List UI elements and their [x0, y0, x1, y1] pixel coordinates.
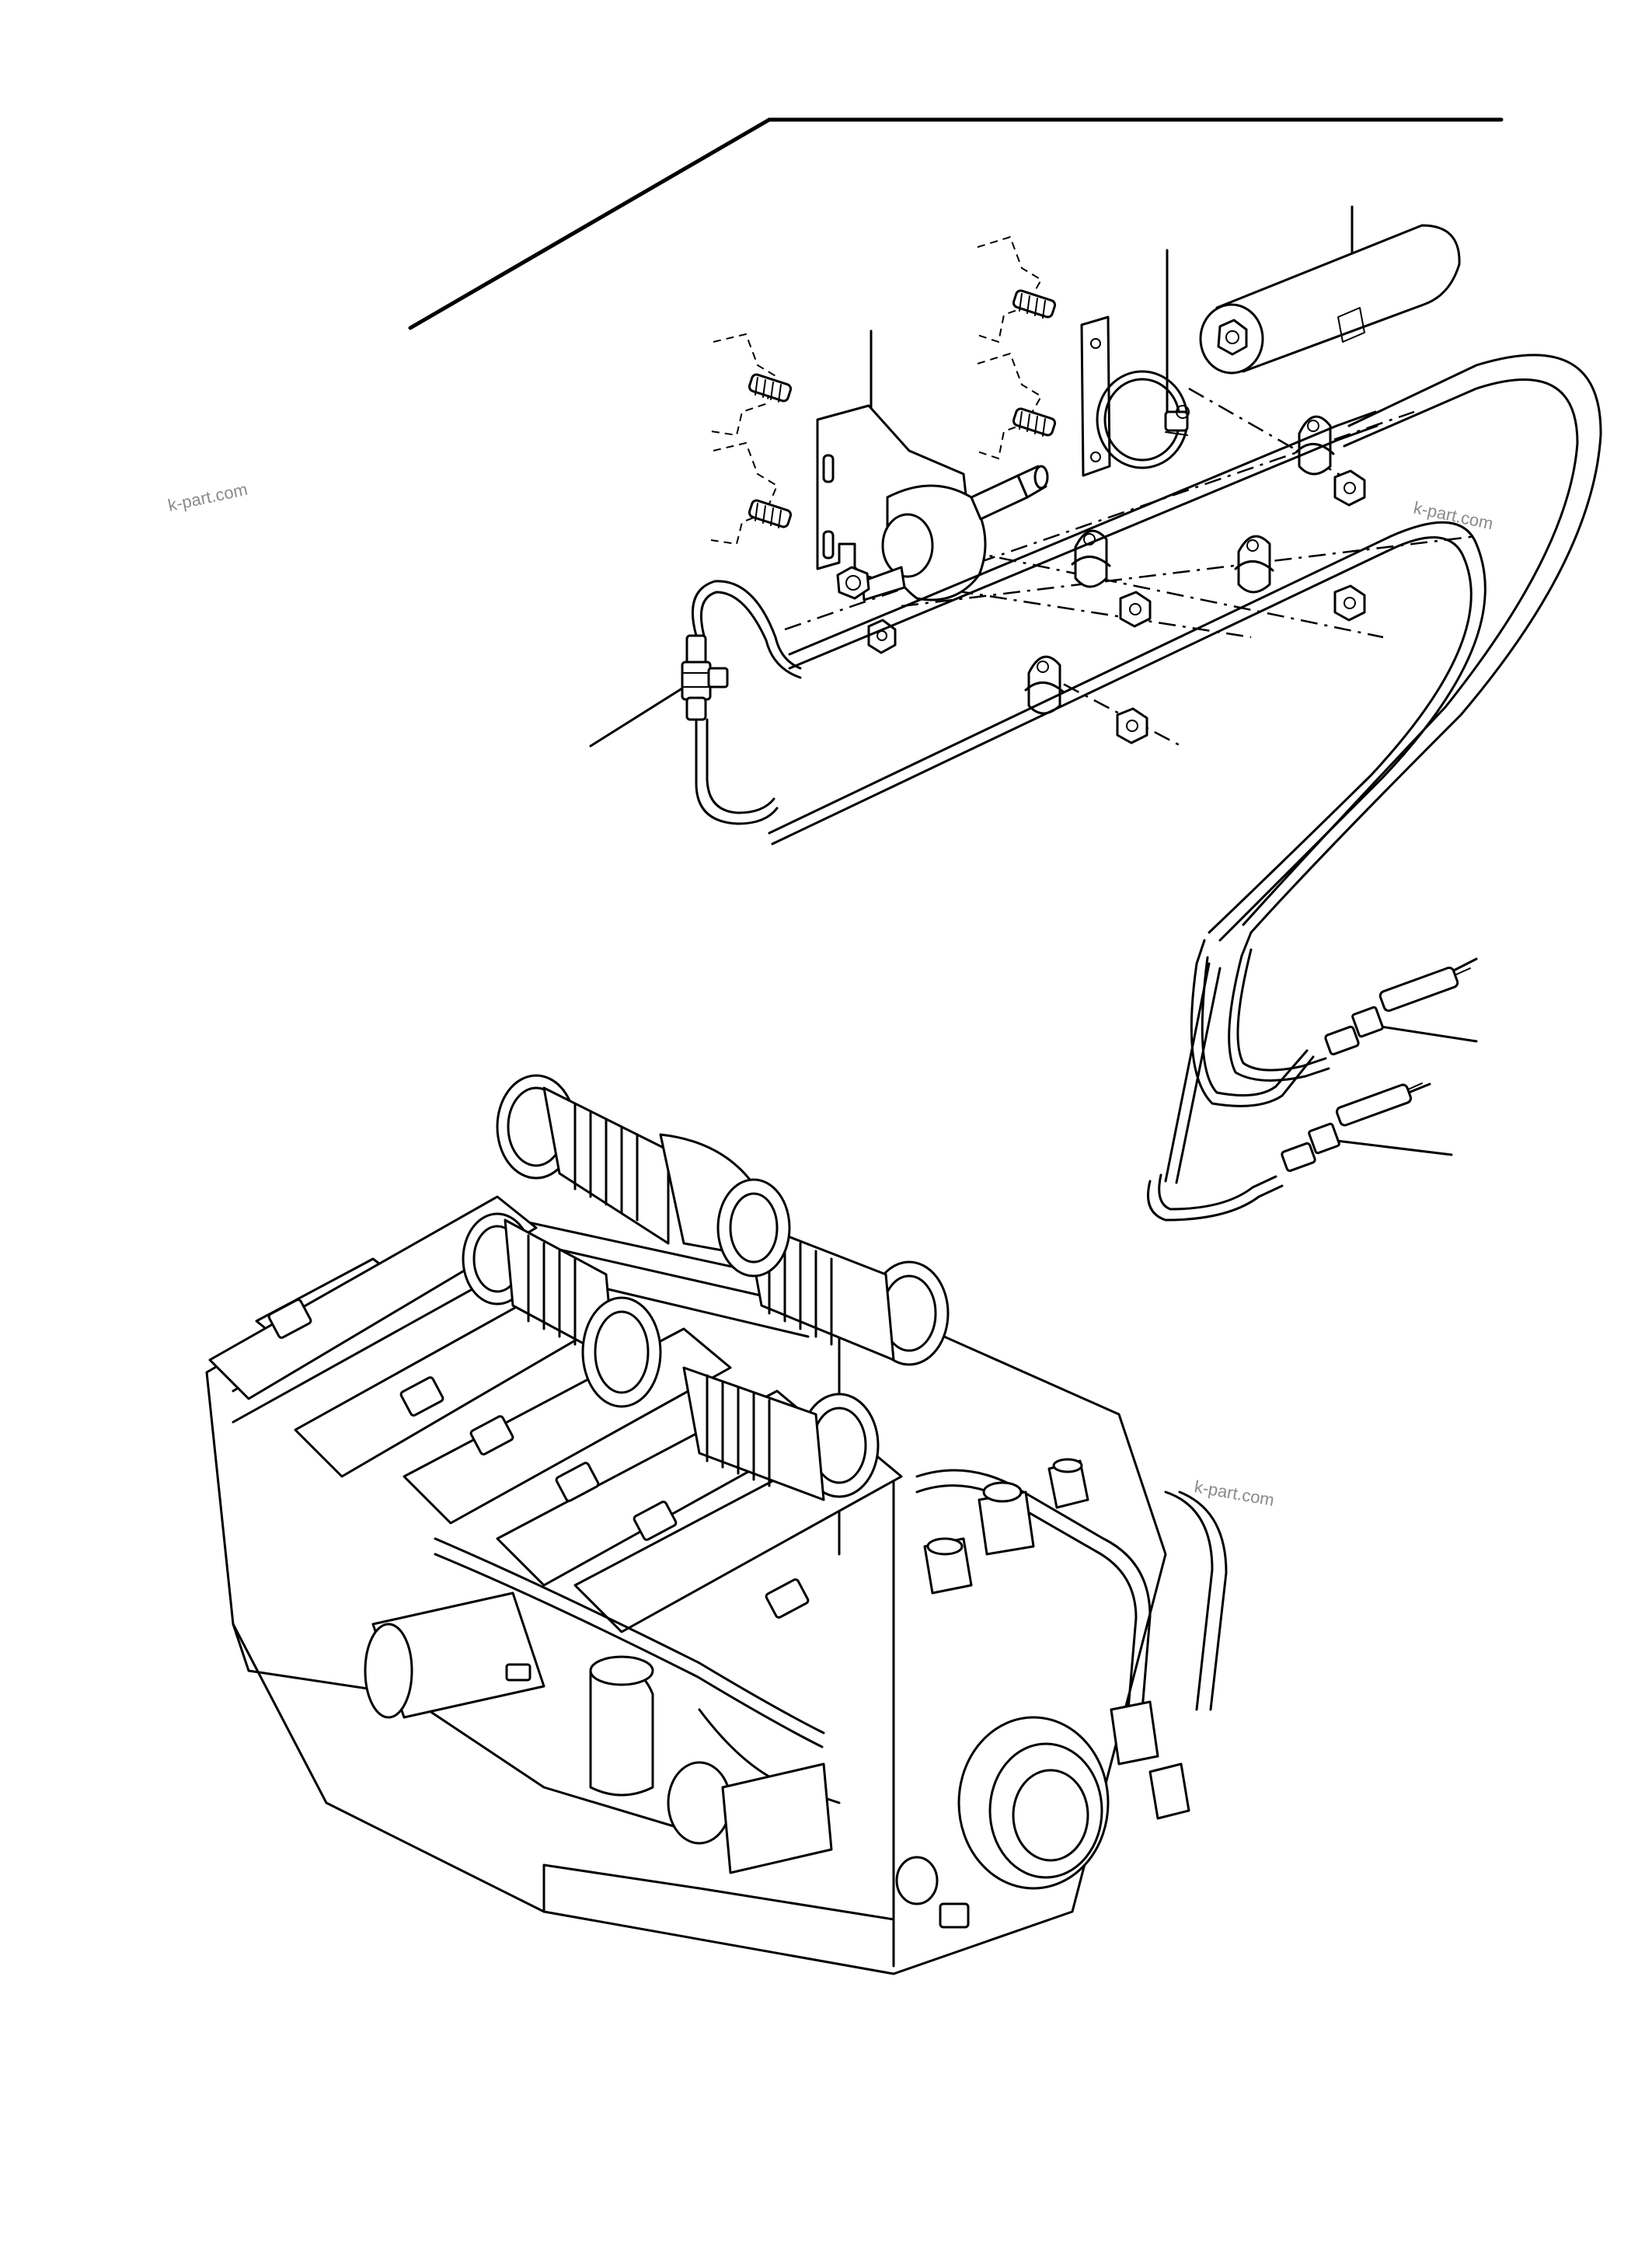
engine-flywheel [957, 1716, 1110, 1890]
mounting-studs [710, 235, 1057, 546]
watermark-upper-right: k-part.com [1412, 497, 1495, 533]
pressure-sensor-2 [1281, 1082, 1423, 1173]
band-clamp [1096, 370, 1190, 469]
watermark-left: k-part.com [166, 479, 249, 515]
clamp-bracket [1080, 315, 1111, 477]
filter-canister [1199, 224, 1461, 375]
hex-nuts [867, 469, 1366, 744]
watermark-engine-right: k-part.com [1193, 1476, 1276, 1510]
tee-fitting [681, 634, 729, 721]
engine-starter-motor [364, 1591, 545, 1719]
engine-filters-and-ports [589, 1458, 1190, 1929]
pressure-regulator [836, 465, 1049, 601]
turbochargers [462, 1074, 950, 1501]
hose-lines [691, 354, 1602, 1222]
pressure-sensor-1 [1324, 966, 1471, 1056]
engine-piping [434, 1469, 1228, 1804]
